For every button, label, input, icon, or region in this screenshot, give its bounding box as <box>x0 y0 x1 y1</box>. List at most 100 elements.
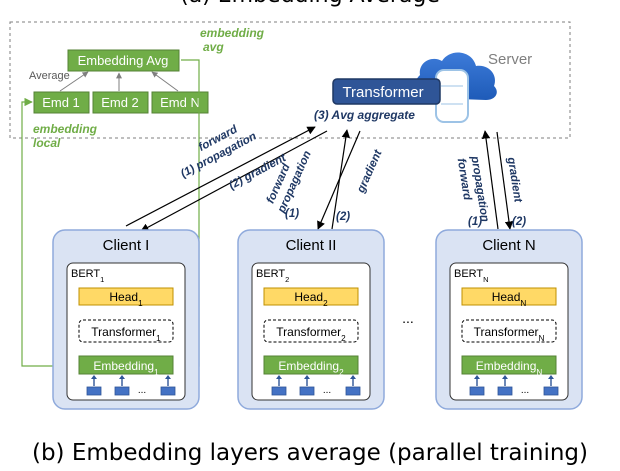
emd-box-2 <box>92 91 149 114</box>
bert-label-sub: N <box>483 275 488 284</box>
server-transformer-label: Transformer <box>342 84 423 101</box>
transformer-box <box>461 319 557 343</box>
emd1-to-avg-arrow <box>59 71 89 92</box>
client2-gradient-arrow <box>317 130 361 230</box>
transformer-label: Transformer1 <box>91 325 161 343</box>
transformer-box <box>263 319 359 343</box>
token-arrow-head <box>350 375 356 379</box>
figure-caption: (b) Embedding layers average (parallel t… <box>32 440 588 466</box>
token-arrow-head <box>304 375 310 379</box>
head-box <box>461 287 557 306</box>
head-label: HeadN <box>492 290 527 308</box>
token-box <box>345 386 361 396</box>
token-arrow-head <box>165 375 171 379</box>
embedding-label: EmbeddingN <box>476 359 543 377</box>
token-arrow-head <box>474 375 480 379</box>
client-card-1: Client IBERT1Head1Transformer1Embedding1… <box>52 229 200 410</box>
token-box <box>469 386 485 396</box>
token-box <box>114 386 130 396</box>
clientn-step2-label: (2) <box>512 216 526 228</box>
transformer-label-main: Transformer <box>91 325 156 339</box>
transformer-box <box>78 319 174 343</box>
bert-label-main: BERT <box>256 268 285 280</box>
client-card-n: Client NBERTNHeadNTransformerNEmbeddingN… <box>435 229 583 410</box>
token-ellipsis: ... <box>138 385 146 396</box>
token-box <box>86 386 102 396</box>
bert-label: BERTN <box>454 268 489 284</box>
embedding-avg-annot-2: avg <box>203 40 224 54</box>
clients-ellipsis: ... <box>402 310 414 326</box>
emd-box-n <box>151 91 209 114</box>
token-ellipsis: ... <box>521 385 529 396</box>
client1-gradient-arrow <box>140 130 328 232</box>
clientn-gradient-label: gradient <box>505 155 524 204</box>
embedding-label: Embedding2 <box>278 359 344 377</box>
token-arrow-head <box>548 375 554 379</box>
client-card-2: Client IIBERT2Head2Transformer2Embedding… <box>237 229 385 410</box>
token-arrow-head <box>502 375 508 379</box>
token-arrow-head <box>91 375 97 379</box>
clientn-gradient-group: gradient <box>505 155 524 204</box>
token-box <box>160 386 176 396</box>
token-box <box>299 386 315 396</box>
bert-label: BERT1 <box>71 268 104 284</box>
bert-label-sub: 1 <box>100 275 104 284</box>
menu-icon <box>444 87 457 97</box>
embedding-box <box>78 355 174 375</box>
client-name: Client I <box>103 237 150 254</box>
embedding-avg-annot-1: embedding <box>200 26 265 40</box>
embedding-label-sub: 2 <box>339 368 344 377</box>
emd-label-n: Emd N <box>160 95 200 110</box>
clientn-arrow-labels: forward propagation <box>455 154 491 222</box>
client-name: Client II <box>286 237 337 254</box>
transformer-label-main: Transformer <box>276 325 341 339</box>
token-box <box>271 386 287 396</box>
emd-label-1: Emd 1 <box>42 95 80 110</box>
embedding-label-main: Embedding <box>278 359 339 373</box>
embedding-label-sub: 1 <box>154 368 159 377</box>
head-label-main: Head <box>109 290 138 304</box>
server-label: Server <box>488 51 532 68</box>
client-name: Client N <box>482 237 535 254</box>
token-arrow-head <box>276 375 282 379</box>
emdn-to-avg-arrow <box>151 71 179 92</box>
embedding-local-upload-line <box>21 97 56 367</box>
embedding-avg-box <box>67 49 180 72</box>
transformer-label: Transformer2 <box>276 325 346 343</box>
client2-arrow-labels: forward propagation <box>265 149 314 216</box>
transformer-label-main: Transformer <box>474 325 539 339</box>
avg-aggregate-label: (3) Avg aggregate <box>314 108 415 122</box>
average-label: Average <box>29 70 70 82</box>
clientn-step1-label: (1) <box>468 216 482 228</box>
head-label-sub: 1 <box>138 299 143 308</box>
head-box <box>78 287 174 306</box>
token-box <box>497 386 513 396</box>
transformer-label-sub: 1 <box>156 334 161 343</box>
embedding-label-main: Embedding <box>93 359 154 373</box>
bert-label-main: BERT <box>454 268 483 280</box>
client2-step2-label: (2) <box>336 211 350 223</box>
emd-box-1 <box>33 91 90 114</box>
clientn-forward-arrow <box>481 130 499 230</box>
embedding-label-sub: N <box>536 368 542 377</box>
head-label-main: Head <box>294 290 323 304</box>
client2-gradient-label: gradient <box>355 147 385 195</box>
client2-step1-label: (1) <box>285 208 299 220</box>
embedding-label: Embedding1 <box>93 359 159 377</box>
clientn-gradient-arrow <box>496 131 514 230</box>
transformer-label-sub: 2 <box>341 334 346 343</box>
emd-label-2: Emd 2 <box>101 95 139 110</box>
server-transformer-box <box>332 78 441 105</box>
token-arrow-head <box>119 375 125 379</box>
client2-gradient-group: gradient <box>355 147 385 195</box>
head-label-sub: 2 <box>323 299 328 308</box>
head-label: Head2 <box>294 290 328 308</box>
embedding-local-annot-2: local <box>33 136 61 150</box>
head-label: Head1 <box>109 290 143 308</box>
server-region <box>9 21 571 139</box>
embedding-label-main: Embedding <box>476 359 537 373</box>
bert-label-sub: 2 <box>285 275 289 284</box>
embedding-avg-label: Embedding Avg <box>78 53 169 68</box>
caption-top: (a) Embedding Average <box>180 0 440 8</box>
